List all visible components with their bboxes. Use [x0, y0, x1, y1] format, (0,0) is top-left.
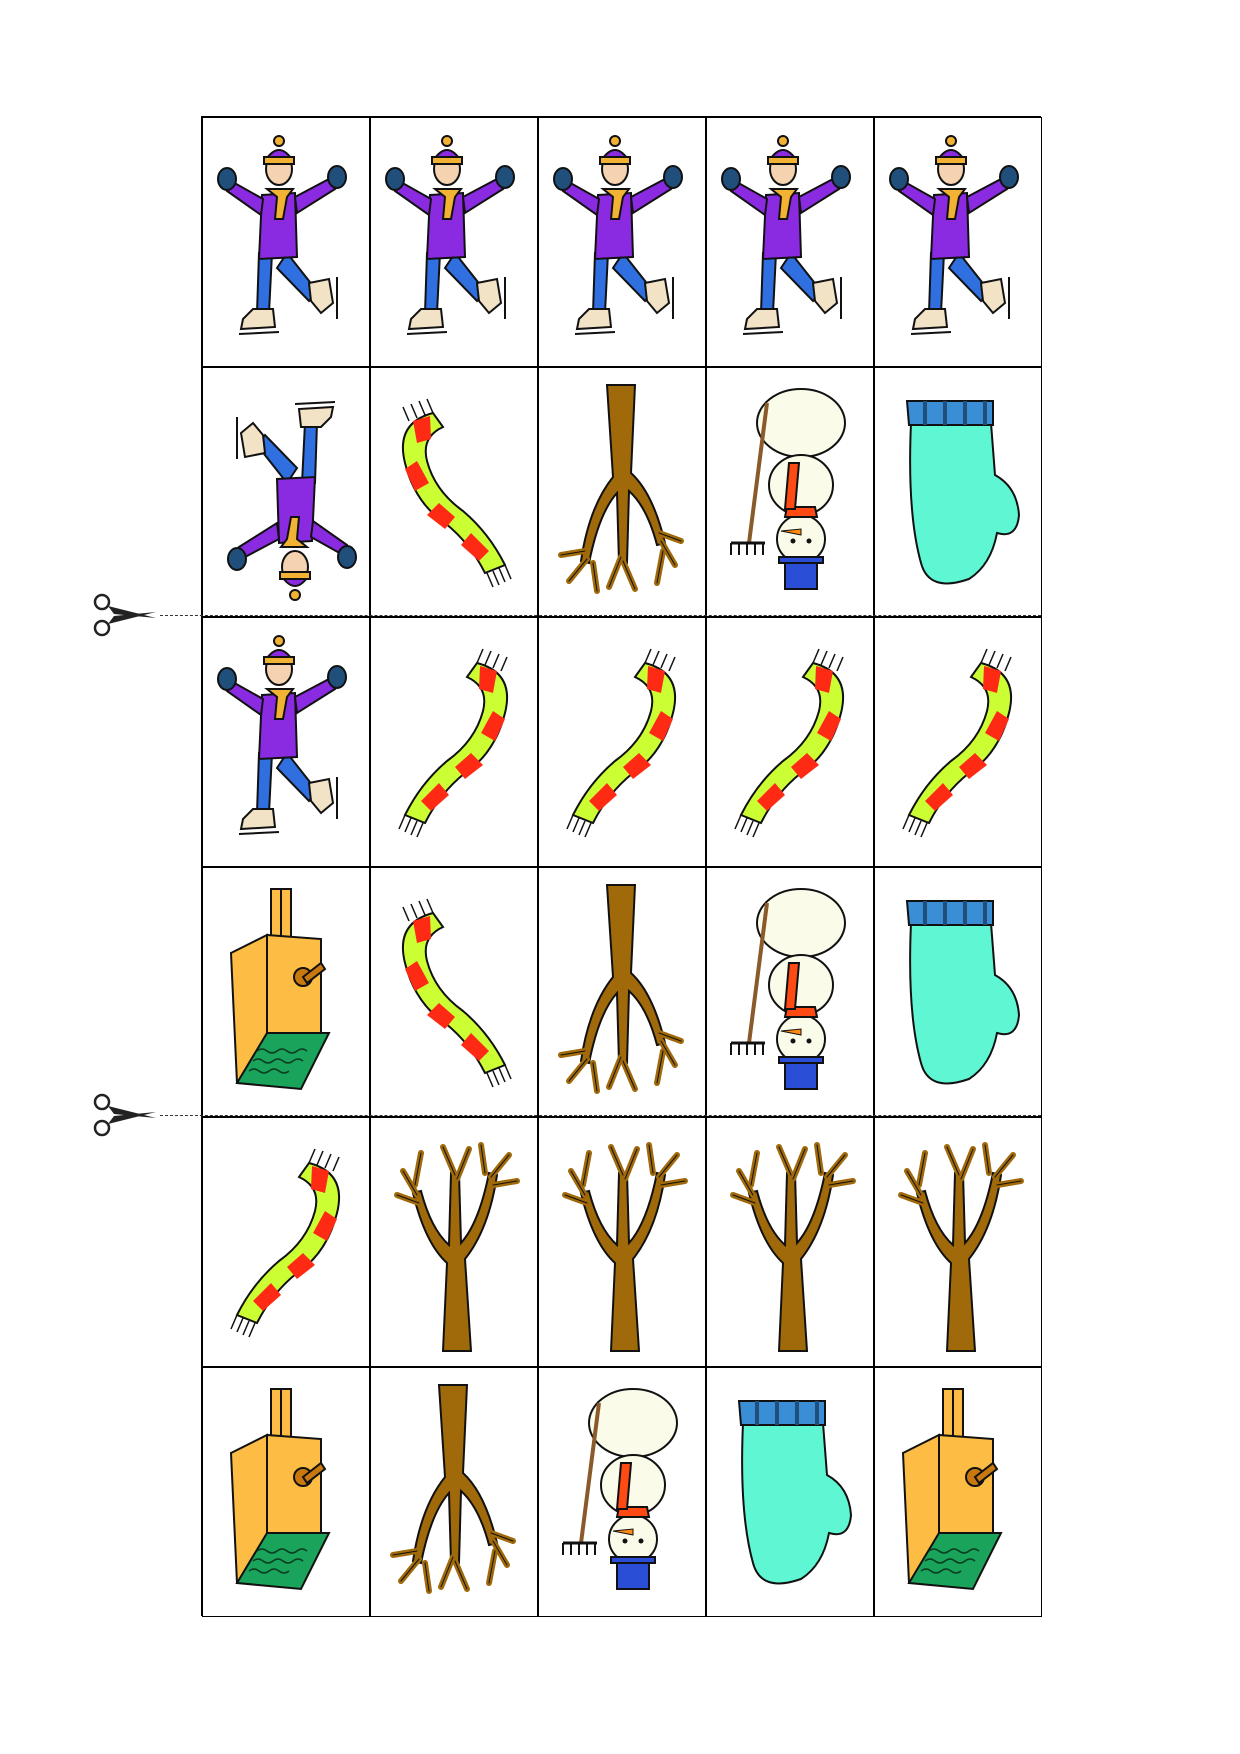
mitten-icon	[889, 883, 1029, 1103]
card-6-5	[874, 1367, 1042, 1617]
card-6-1	[202, 1367, 370, 1617]
card-1-3	[538, 117, 706, 367]
card-5-5	[874, 1117, 1042, 1367]
skater-icon	[217, 133, 357, 353]
snowman-upside-down-icon	[553, 1383, 693, 1603]
card-2-4	[706, 367, 874, 617]
card-4-4	[706, 867, 874, 1117]
scarf-icon	[553, 633, 693, 853]
card-4-1	[202, 867, 370, 1117]
card-2-2	[370, 367, 538, 617]
skater-icon	[553, 133, 693, 353]
card-4-2	[370, 867, 538, 1117]
tree-icon	[889, 1133, 1029, 1353]
card-3-3	[538, 617, 706, 867]
card-1-5	[874, 117, 1042, 367]
card-3-2	[370, 617, 538, 867]
card-6-3	[538, 1367, 706, 1617]
scarf-mirrored-icon	[385, 883, 525, 1103]
card-2-1	[202, 367, 370, 617]
skater-icon	[217, 633, 357, 853]
scarf-mirrored-icon	[385, 383, 525, 603]
tree-icon	[385, 1133, 525, 1353]
cut-line	[160, 1115, 1041, 1116]
card-6-2	[370, 1367, 538, 1617]
birdhouse-icon	[217, 1383, 357, 1603]
snowman-upside-down-icon	[721, 883, 861, 1103]
card-5-3	[538, 1117, 706, 1367]
skater-icon	[721, 133, 861, 353]
card-1-4	[706, 117, 874, 367]
mitten-icon	[721, 1383, 861, 1603]
card-2-5	[874, 367, 1042, 617]
tree-icon	[721, 1133, 861, 1353]
skater-icon	[889, 133, 1029, 353]
card-1-1	[202, 117, 370, 367]
card-1-2	[370, 117, 538, 367]
card-3-5	[874, 617, 1042, 867]
card-6-4	[706, 1367, 874, 1617]
card-3-1	[202, 617, 370, 867]
card-4-3	[538, 867, 706, 1117]
mitten-icon	[889, 383, 1029, 603]
scarf-icon	[217, 1133, 357, 1353]
tree-upside-down-icon	[553, 383, 693, 603]
birdhouse-icon	[217, 883, 357, 1103]
scarf-icon	[889, 633, 1029, 853]
skater-icon	[385, 133, 525, 353]
card-5-2	[370, 1117, 538, 1367]
card-3-4	[706, 617, 874, 867]
birdhouse-icon	[889, 1383, 1029, 1603]
card-2-3	[538, 367, 706, 617]
scarf-icon	[721, 633, 861, 853]
skater-upside-down-icon	[217, 383, 357, 603]
card-grid	[201, 116, 1042, 1617]
tree-upside-down-icon	[385, 1383, 525, 1603]
snowman-upside-down-icon	[721, 383, 861, 603]
tree-icon	[553, 1133, 693, 1353]
scissors-icon	[92, 592, 162, 638]
tree-upside-down-icon	[553, 883, 693, 1103]
cut-line	[160, 615, 1041, 616]
card-4-5	[874, 867, 1042, 1117]
card-5-1	[202, 1117, 370, 1367]
scarf-icon	[385, 633, 525, 853]
card-5-4	[706, 1117, 874, 1367]
scissors-icon	[92, 1092, 162, 1138]
